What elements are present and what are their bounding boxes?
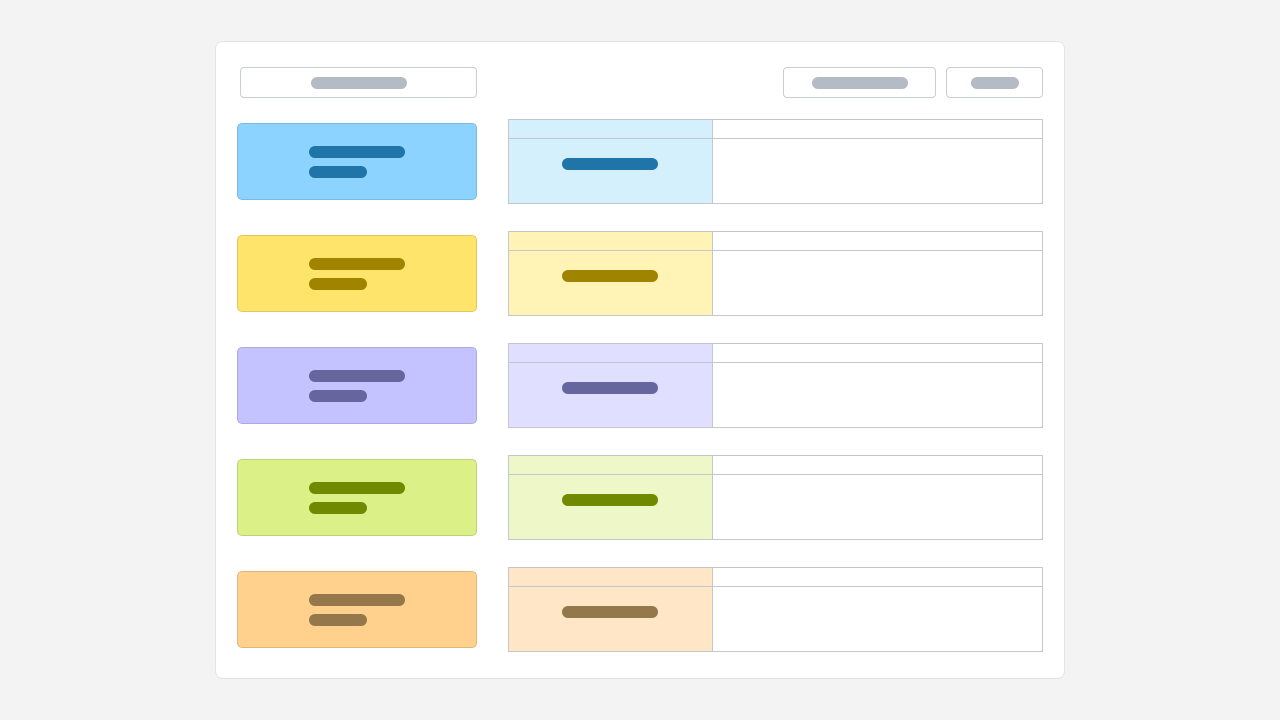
table-header <box>509 344 1042 363</box>
toolbar-placeholder-button[interactable] <box>783 67 936 98</box>
placeholder-line <box>562 158 658 170</box>
table-header-cell <box>509 344 712 363</box>
placeholder-line <box>309 145 405 158</box>
table-header <box>509 568 1042 587</box>
color-card[interactable] <box>237 235 477 312</box>
placeholder-line <box>309 389 367 402</box>
table-header <box>509 456 1042 475</box>
table-header-cell <box>509 120 712 139</box>
table-header-cell <box>509 232 712 251</box>
placeholder-line <box>562 494 658 506</box>
placeholder-text <box>970 76 1019 89</box>
placeholder-line <box>309 501 367 514</box>
placeholder-line <box>309 369 405 382</box>
color-card[interactable] <box>237 123 477 200</box>
table-header-cell <box>509 456 712 475</box>
table-row <box>508 455 1043 540</box>
table-header <box>509 232 1042 251</box>
placeholder-line <box>309 277 367 290</box>
placeholder-line <box>309 593 405 606</box>
table-row <box>508 119 1043 204</box>
toolbar-small-button[interactable] <box>946 67 1043 98</box>
table-row <box>508 343 1043 428</box>
table-header-cell <box>509 568 712 587</box>
placeholder-text <box>811 76 908 89</box>
color-card[interactable] <box>237 571 477 648</box>
placeholder-line <box>562 270 658 282</box>
placeholder-text <box>310 76 407 89</box>
placeholder-line <box>562 606 658 618</box>
table-row <box>508 567 1043 652</box>
placeholder-line <box>309 165 367 178</box>
table-row <box>508 231 1043 316</box>
color-card[interactable] <box>237 459 477 536</box>
color-card[interactable] <box>237 347 477 424</box>
placeholder-line <box>309 481 405 494</box>
placeholder-line <box>309 613 367 626</box>
placeholder-line <box>309 257 405 270</box>
table-header <box>509 120 1042 139</box>
left-placeholder-button[interactable] <box>240 67 477 98</box>
placeholder-line <box>562 382 658 394</box>
